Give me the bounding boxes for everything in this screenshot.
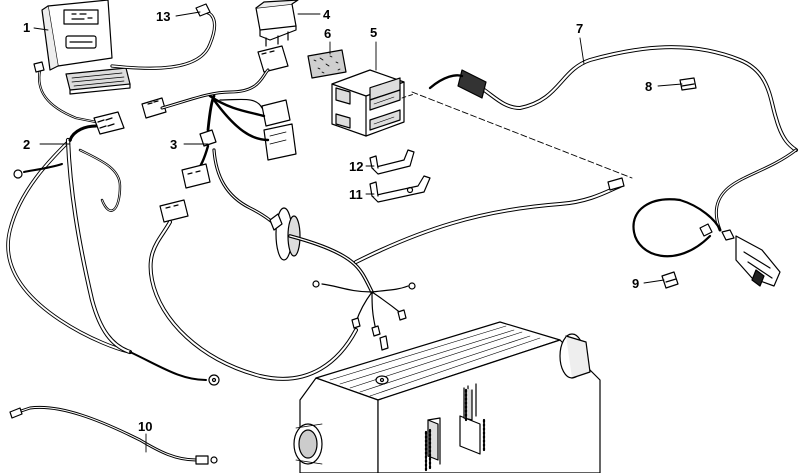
callout-13: 13 bbox=[156, 9, 171, 24]
callout-2: 2 bbox=[23, 137, 31, 152]
control-unit-part-1 bbox=[41, 0, 131, 95]
module-part-5 bbox=[331, 69, 405, 137]
main-harness-part-2 bbox=[6, 124, 220, 386]
callout-10: 10 bbox=[138, 419, 153, 434]
relay-part-4 bbox=[255, 0, 299, 47]
bracket-part-12 bbox=[369, 149, 415, 175]
callout-7: 7 bbox=[576, 21, 584, 36]
callout-8: 8 bbox=[645, 79, 653, 94]
callout-4: 4 bbox=[323, 7, 331, 22]
callout-5: 5 bbox=[370, 25, 378, 40]
callout-11: 11 bbox=[349, 187, 363, 202]
bracket-part-11 bbox=[369, 175, 431, 203]
pressure-switch bbox=[699, 223, 781, 287]
connector-wire bbox=[33, 61, 125, 135]
callout-12: 12 bbox=[349, 159, 364, 174]
clip-part-8 bbox=[679, 77, 697, 91]
callout-1: 1 bbox=[23, 20, 31, 35]
cable-left-loop bbox=[148, 177, 625, 381]
foam-pad-part-6 bbox=[307, 49, 347, 79]
heater-unit bbox=[293, 321, 601, 473]
leader-lines bbox=[33, 11, 683, 453]
clip-part-9 bbox=[661, 271, 679, 289]
callout-3: 3 bbox=[170, 137, 178, 152]
callout-6: 6 bbox=[324, 26, 332, 41]
cable-part-10 bbox=[9, 405, 218, 465]
cable-part-7 bbox=[401, 45, 798, 258]
callout-9: 9 bbox=[632, 276, 640, 291]
wire-harness-part-13 bbox=[110, 3, 216, 70]
grommet bbox=[269, 207, 416, 351]
